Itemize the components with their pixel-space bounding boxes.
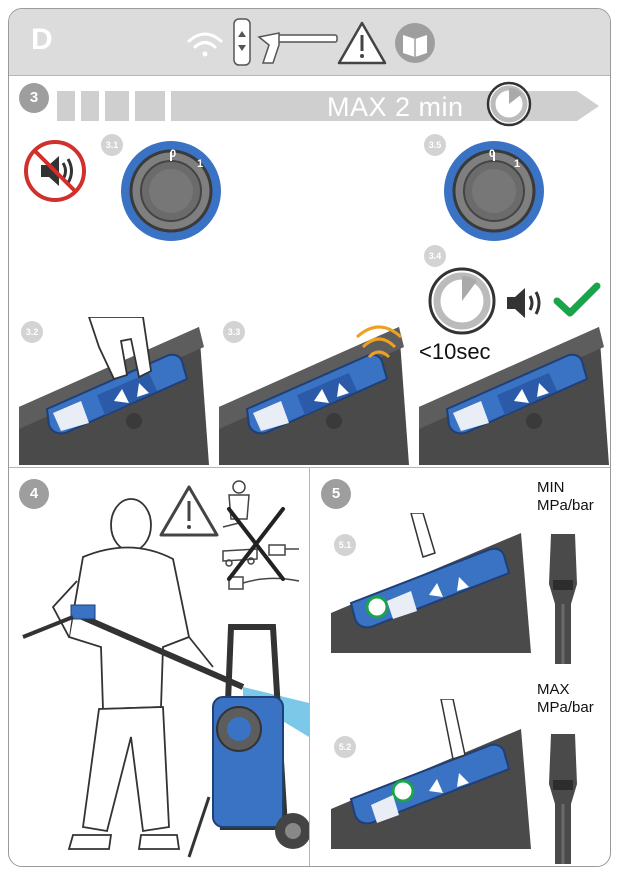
hand-press-icon <box>88 317 152 381</box>
control-panel-3-2 <box>19 327 209 465</box>
control-panel-3-3 <box>219 325 409 465</box>
pressure-washer-icon <box>187 624 309 858</box>
dial-0-label: 0 <box>170 148 177 160</box>
timer-text: <10sec <box>419 339 491 364</box>
check-icon <box>553 282 601 317</box>
electric-plug-icon <box>228 544 300 590</box>
control-panel-5-2 <box>331 699 531 849</box>
step-5-badge: 5 <box>321 479 351 509</box>
dial-1-label: 1 <box>197 158 204 170</box>
substep-5-2: 5.2 <box>334 736 356 758</box>
dial-1-label-2: 1 <box>514 158 521 170</box>
min-unit-label: MPa/bar <box>537 497 594 514</box>
warning-triangle-icon <box>337 21 387 65</box>
sound-off-icon <box>24 140 86 202</box>
page-header: D <box>9 9 610 76</box>
control-panel-5-1 <box>331 513 531 653</box>
manual-page: D <box>8 8 611 867</box>
substep-3-1: 3.1 <box>101 134 123 156</box>
max-unit-label: MPa/bar <box>537 699 594 716</box>
substep-3-3: 3.3 <box>223 321 245 343</box>
nozzle-min-icon <box>549 534 577 664</box>
power-dial-off <box>121 141 221 241</box>
substep-3-4: 3.4 <box>424 245 446 267</box>
substep-5-1: 5.1 <box>334 534 356 556</box>
prohibited-cross-icon <box>227 507 285 581</box>
vehicle-icon <box>222 548 258 567</box>
signal-waves-icon <box>355 325 403 359</box>
step-4-badge: 4 <box>19 479 49 509</box>
substep-3-2: 3.2 <box>21 321 43 343</box>
countdown-timer-icon <box>428 267 496 335</box>
spray-gun-icon <box>257 32 338 64</box>
control-panels-row <box>19 317 609 465</box>
warning-triangle-icon-2 <box>159 485 219 537</box>
section-divider-vertical <box>309 467 310 866</box>
remote-control-icon <box>233 18 251 66</box>
max-label: MAX <box>537 681 570 698</box>
substep-3-5: 3.5 <box>424 134 446 156</box>
control-panel-3-4 <box>419 327 609 465</box>
power-dial-on <box>444 141 544 241</box>
section-letter: D <box>31 23 53 56</box>
manual-book-icon <box>395 23 435 63</box>
min-label: MIN <box>537 479 565 496</box>
timer-icon <box>486 81 532 127</box>
safety-warning-group <box>159 480 300 590</box>
person-spraying-illustration <box>22 498 309 858</box>
step-3-badge: 3 <box>19 83 49 113</box>
dial-0-label-2: 0 <box>489 148 496 160</box>
max-duration-text: MAX 2 min <box>327 92 464 122</box>
wifi-icon <box>187 32 223 57</box>
nozzle-max-icon <box>549 734 577 864</box>
sound-on-icon <box>507 288 541 318</box>
